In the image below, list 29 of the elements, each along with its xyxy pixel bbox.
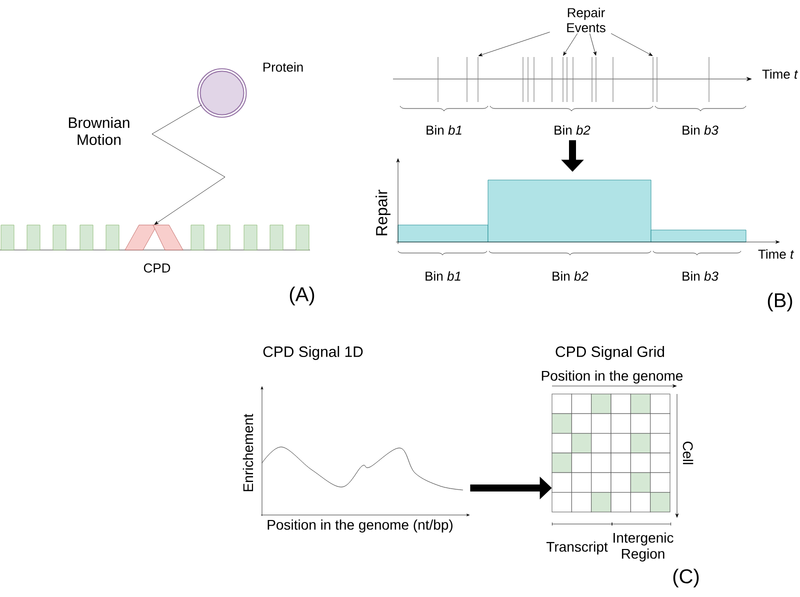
leader-line	[478, 32, 550, 56]
axis-label: Position in the genome	[542, 370, 683, 384]
axis-label: Time t	[758, 249, 794, 259]
bin-label: Bin b3	[682, 271, 718, 281]
arrow	[152, 104, 226, 225]
axis-label: Enrichement	[242, 414, 254, 492]
region-label: Intergenic Region	[614, 532, 674, 562]
bin-label: Bin b1	[426, 125, 462, 135]
panel-title: CPD Signal Grid	[556, 346, 664, 360]
axis-label: Time t	[762, 69, 798, 79]
protein-label: Protein	[263, 62, 303, 72]
leader-line	[610, 33, 653, 56]
region-label: Transcript	[546, 541, 608, 555]
bin-label: Bin b1	[426, 271, 460, 281]
cpd-label: CPD	[144, 263, 170, 273]
callout-text: Repair Events	[567, 8, 606, 32]
axis-label: Repair	[376, 190, 390, 236]
edge-label: Brownian Motion	[60, 116, 138, 146]
axis-label: Cell	[682, 442, 694, 464]
bin-label: Bin b2	[552, 271, 588, 281]
panel-title: CPD Signal 1D	[263, 346, 363, 360]
panel-letter: (A)	[290, 286, 314, 306]
leader-line	[563, 33, 578, 56]
bin-label: Bin b3	[682, 125, 718, 135]
leader-line	[590, 33, 596, 56]
bin-label: Bin b2	[554, 125, 590, 135]
panel-letter: (B)	[768, 292, 792, 312]
panel-letter: (C)	[673, 568, 699, 588]
axis-label: Position in the genome (nt/bp)	[268, 519, 452, 533]
